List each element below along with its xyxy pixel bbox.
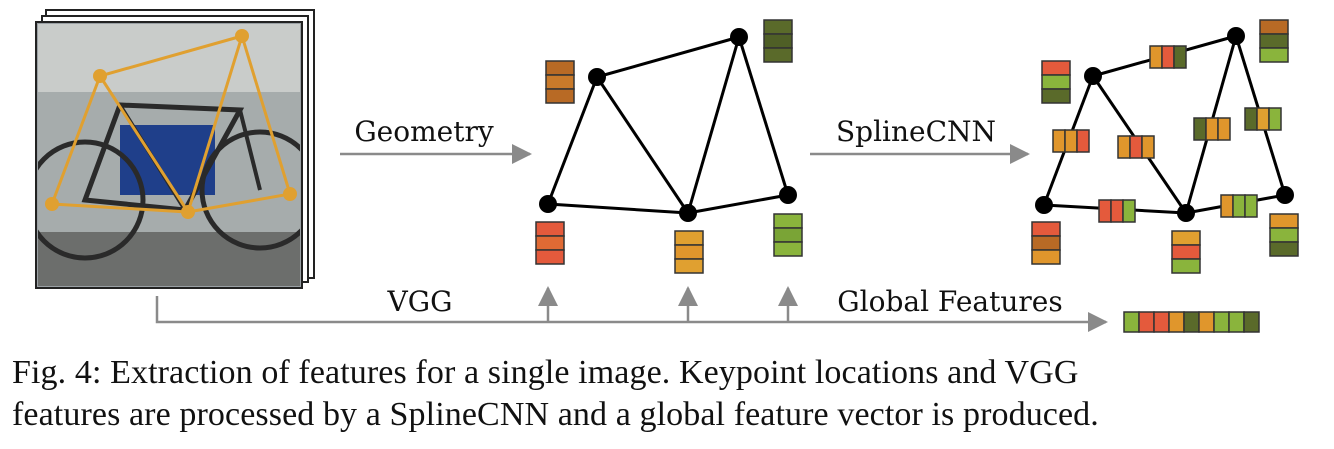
vgg-label: VGG <box>387 285 453 318</box>
edge-feature-boxes <box>1052 45 1282 223</box>
bicycle-photo-stack-icon <box>35 9 315 289</box>
caption-line-2: features are processed by a SplineCNN an… <box>12 396 1099 433</box>
caption-line-1: Fig. 4: Extraction of features for a sin… <box>12 354 1079 391</box>
graph-node <box>1227 27 1245 45</box>
graph-node <box>1177 204 1195 222</box>
vgg-path <box>155 286 1108 332</box>
vgg-feature-boxes <box>535 19 803 274</box>
feature-extraction-diagram: Geometry <box>35 9 1299 333</box>
output-graph <box>1035 27 1294 222</box>
figure-caption: Fig. 4: Extraction of features for a sin… <box>12 352 1324 436</box>
graph-node <box>679 204 697 222</box>
graph-node <box>779 186 797 204</box>
graph-node <box>1084 67 1102 85</box>
graph-node <box>588 68 606 86</box>
graph-node <box>730 28 748 46</box>
graph-node <box>1035 196 1053 214</box>
splinecnn-label: SplineCNN <box>836 115 996 148</box>
graph-node <box>539 195 557 213</box>
node-feature-boxes <box>1031 19 1299 274</box>
input-graph <box>539 28 797 222</box>
global-features-label: Global Features <box>837 285 1062 318</box>
graph-node <box>1276 186 1294 204</box>
global-feature-vector <box>1123 311 1260 333</box>
geometry-label: Geometry <box>354 115 494 148</box>
